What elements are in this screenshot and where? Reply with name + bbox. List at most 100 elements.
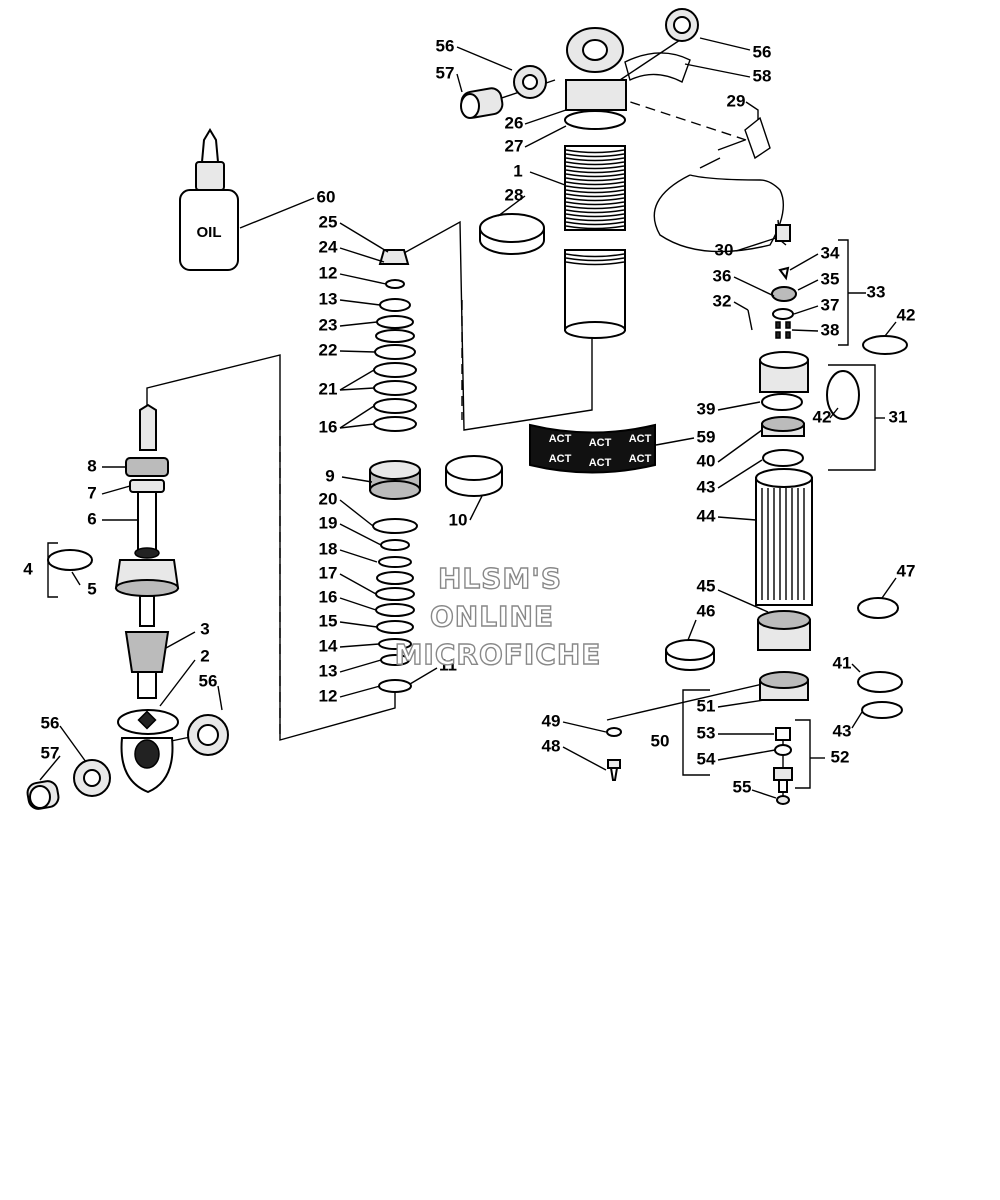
callout-number: 26 [505, 113, 524, 132]
callout-number: 42 [897, 305, 916, 324]
o-ring-5 [47, 549, 93, 571]
callout-leader [793, 305, 819, 315]
spring-coil [565, 197, 625, 202]
spring-coil [565, 261, 625, 266]
callout-leader [409, 667, 438, 685]
callout-leader [341, 476, 373, 483]
callout-leader [717, 401, 761, 411]
callout-leader [524, 125, 567, 148]
callout-number: 28 [505, 185, 524, 204]
callout-leader [562, 746, 607, 771]
callout-leader [524, 109, 567, 125]
callout-leader [469, 495, 483, 521]
callout-number: 59 [697, 427, 716, 446]
callout-leader [59, 725, 87, 763]
spring-coil [565, 193, 625, 198]
spring-coil [565, 153, 625, 158]
callout-leader [699, 37, 751, 51]
callout-leader [217, 685, 223, 711]
callout-number: 10 [449, 510, 468, 529]
callout-number: 33 [867, 282, 886, 301]
callout-leader [733, 276, 775, 297]
watermark-line-3: MICROFICHE [395, 638, 602, 671]
spring-coil [565, 173, 625, 178]
watermark: HLSM'S ONLINE MICROFICHE [394, 561, 602, 671]
callout-number: 9 [325, 466, 334, 485]
callout-number: 24 [319, 237, 338, 256]
spring-coil [565, 201, 625, 206]
callout-leader [881, 577, 897, 599]
callout-leader [159, 659, 196, 707]
callout-leader [339, 423, 375, 429]
callout-leader [884, 321, 897, 337]
spring-coils [565, 149, 625, 266]
callout-leader [851, 711, 863, 729]
callout-number: 49 [542, 711, 561, 730]
callout-number: 58 [753, 66, 772, 85]
callout-number: 38 [821, 320, 840, 339]
callout-leader [339, 299, 381, 306]
callout-number: 16 [319, 417, 338, 436]
callout-leader [339, 643, 380, 648]
callout-number: 13 [319, 661, 338, 680]
spring-coil [565, 205, 625, 210]
callout-leader [797, 279, 819, 291]
callout-number: 30 [715, 240, 734, 259]
left-mount-hardware [26, 714, 229, 810]
callout-number: 37 [821, 295, 840, 314]
callout-number: 27 [505, 136, 524, 155]
callout-number: 60 [317, 187, 336, 206]
callout-number: 41 [833, 653, 852, 672]
callout-number: 5 [87, 579, 96, 598]
spring-coil [565, 221, 625, 226]
callout-number: 39 [697, 399, 716, 418]
reservoir-o-rings [826, 335, 908, 719]
spring-coil [565, 161, 625, 166]
callout-number: 43 [697, 477, 716, 496]
callout-number: 11 [439, 655, 457, 674]
spring-coil [565, 165, 625, 170]
callout-leader [529, 171, 566, 186]
callout-leader [339, 350, 376, 353]
callout-number: 6 [87, 509, 96, 528]
callout-number: 34 [821, 243, 840, 262]
shaft-assembly [114, 403, 180, 794]
callout-number: 16 [319, 587, 338, 606]
spring-coil [565, 213, 625, 218]
callout-number: 14 [319, 636, 338, 655]
callout-leader [339, 549, 378, 563]
callout-number: 56 [753, 42, 772, 61]
watermark-line-1: HLSM'S [438, 562, 562, 595]
callout-number: 20 [319, 489, 338, 508]
callout-number: 55 [733, 777, 752, 796]
callout-number: 21 [319, 379, 338, 398]
callout-leader [829, 407, 839, 419]
spring-coil [565, 217, 625, 222]
callout-number: 35 [821, 269, 840, 288]
callout-leader [339, 321, 378, 327]
callout-number: 40 [697, 451, 716, 470]
callout-number: 51 [697, 696, 716, 715]
callout-leader [655, 437, 695, 446]
callout-number: 17 [319, 563, 338, 582]
callout-leader [339, 523, 382, 546]
spring-coil [565, 177, 625, 182]
callout-leader [339, 621, 378, 628]
callout-leader [789, 253, 819, 271]
callout-leader [717, 429, 763, 463]
callout-leader [717, 516, 757, 521]
spring-coil [565, 169, 625, 174]
callout-number: 42 [813, 407, 832, 426]
callout-leader [717, 459, 763, 489]
spring-coil [565, 181, 625, 186]
callout-number: 43 [833, 721, 852, 740]
decal-logo-text: ACT [549, 433, 572, 445]
callout-leader [339, 369, 375, 391]
top-mount-hardware [460, 8, 699, 119]
callout-number: 32 [713, 291, 732, 310]
callout-number: 56 [199, 671, 218, 690]
callout-leader [735, 237, 777, 252]
callout-number: 25 [319, 212, 338, 231]
decal-logo-text: ACT [549, 453, 572, 465]
